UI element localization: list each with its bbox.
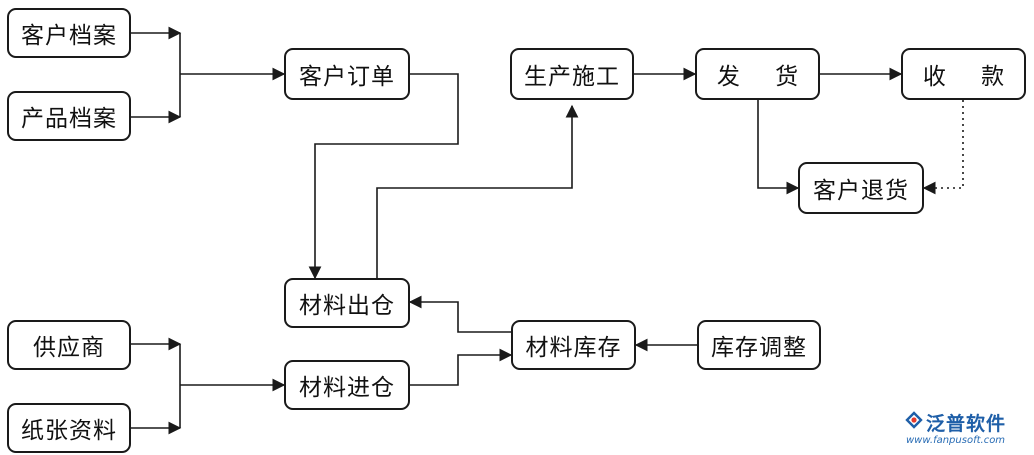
node-customer-order[interactable]: 客户订单: [284, 48, 410, 100]
node-supplier[interactable]: 供应商: [7, 320, 131, 370]
node-shipping[interactable]: 发 货: [695, 48, 820, 100]
node-material-stock[interactable]: 材料库存: [511, 320, 636, 370]
node-material-in[interactable]: 材料进仓: [284, 360, 410, 410]
node-customer-file[interactable]: 客户档案: [7, 8, 131, 58]
node-paper-data[interactable]: 纸张资料: [7, 403, 131, 453]
edge-stock-to-material-out: [408, 295, 511, 333]
edge-order-to-material-out: [308, 73, 459, 280]
edge-payment-to-return: [922, 100, 964, 195]
fanpu-logo-icon: [905, 411, 923, 429]
edge-material-out-to-production: [376, 104, 579, 278]
logo-name: 泛普软件: [926, 413, 1007, 435]
node-stock-adjust[interactable]: 库存调整: [697, 320, 821, 370]
node-production[interactable]: 生产施工: [510, 48, 634, 100]
node-product-file[interactable]: 产品档案: [7, 91, 131, 141]
node-payment[interactable]: 收 款: [901, 48, 1026, 100]
node-material-out[interactable]: 材料出仓: [284, 278, 410, 328]
logo-url: www.fanpusoft.com: [906, 435, 1006, 446]
node-customer-return[interactable]: 客户退货: [798, 162, 924, 214]
edge-shipping-to-return: [757, 100, 800, 195]
edge-material-in-to-stock: [410, 348, 513, 386]
brand-logo: 泛普软件 www.fanpusoft.com: [904, 408, 1030, 452]
